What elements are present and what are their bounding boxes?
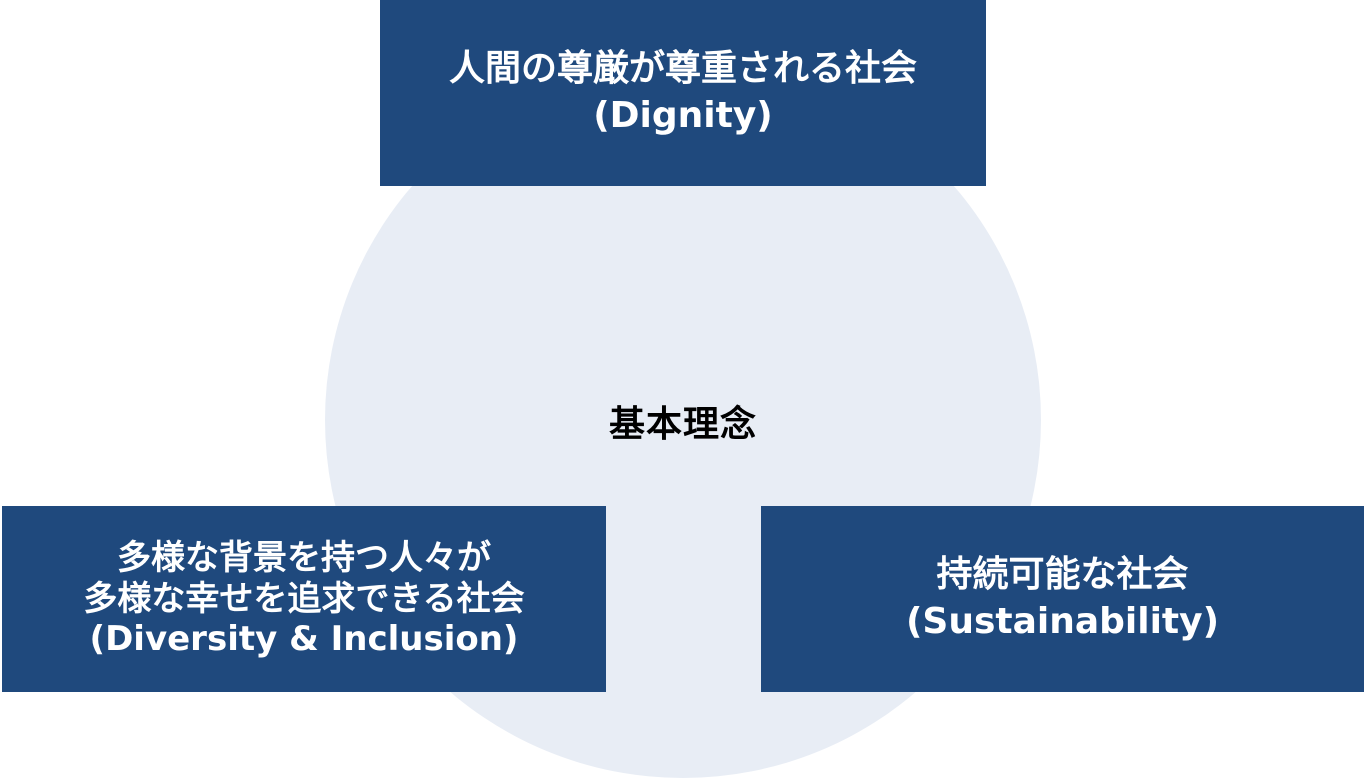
node-dignity: 人間の尊厳が尊重される社会 (Dignity) bbox=[380, 0, 986, 186]
node-diversity-subtitle: (Diversity & Inclusion) bbox=[89, 619, 519, 660]
center-label-basic-philosophy: 基本理念 bbox=[608, 404, 757, 445]
node-dignity-subtitle: (Dignity) bbox=[593, 95, 773, 136]
node-diversity-inclusion: 多様な背景を持つ人々が 多様な幸せを追求できる社会 (Diversity & I… bbox=[2, 506, 606, 692]
node-sustainability-title: 持続可能な社会 bbox=[936, 554, 1189, 596]
node-sustainability-subtitle: (Sustainability) bbox=[905, 601, 1220, 642]
node-diversity-title-line2: 多様な幸せを追求できる社会 bbox=[83, 578, 525, 619]
node-sustainability: 持続可能な社会 (Sustainability) bbox=[761, 506, 1364, 692]
node-diversity-title-line1: 多様な背景を持つ人々が bbox=[117, 537, 491, 578]
node-dignity-title: 人間の尊厳が尊重される社会 bbox=[448, 48, 917, 90]
